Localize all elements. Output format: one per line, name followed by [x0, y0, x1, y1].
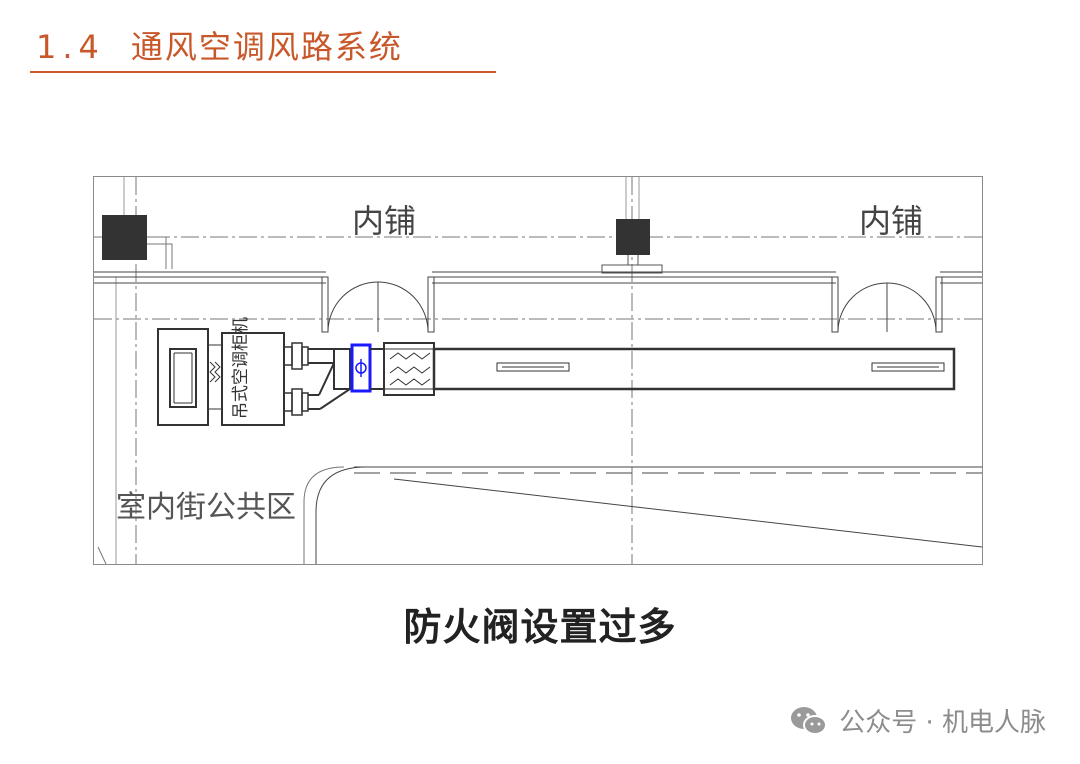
title-underline — [30, 71, 496, 73]
watermark-text: 公众号 · 机电人脉 — [839, 708, 1046, 738]
watermark: 公众号 · 机电人脉 — [789, 702, 1046, 739]
wechat-icon — [791, 706, 828, 735]
ac-unit-label: 吊式空调柜机 — [231, 317, 251, 419]
door-swings — [327, 281, 937, 333]
return-air-grille — [157, 328, 209, 426]
silencer — [383, 342, 435, 396]
section-number: 1.4 — [36, 28, 105, 66]
column-left — [102, 215, 147, 260]
shop-label-left: 内铺 — [352, 202, 416, 240]
supply-duct-branch — [308, 348, 351, 410]
section-title: 1.4 通风空调风路系统 — [36, 22, 403, 68]
ac-outlet-connectors — [283, 342, 309, 416]
supply-diffusers — [496, 362, 945, 372]
column-left-wall — [147, 236, 173, 269]
public-street-lines — [97, 466, 982, 564]
caption: 防火阀设置过多 — [403, 605, 677, 649]
flexible-connector — [207, 344, 223, 410]
duct-reducer — [333, 348, 351, 390]
shop-label-right: 内铺 — [859, 202, 923, 240]
column-base — [601, 255, 663, 274]
main-supply-duct — [432, 347, 956, 391]
fire-damper — [350, 343, 372, 393]
column-middle — [616, 219, 650, 255]
section-title-text: 通风空调风路系统 — [130, 28, 403, 66]
ac-unit-box — [221, 332, 285, 426]
cad-drawing-svg: 内铺 内铺 吊式空调柜机 — [94, 177, 982, 564]
public-area-label: 室内街公共区 — [116, 490, 296, 525]
shop-front-wall — [94, 271, 982, 333]
cad-drawing: 内铺 内铺 吊式空调柜机 — [93, 176, 983, 565]
